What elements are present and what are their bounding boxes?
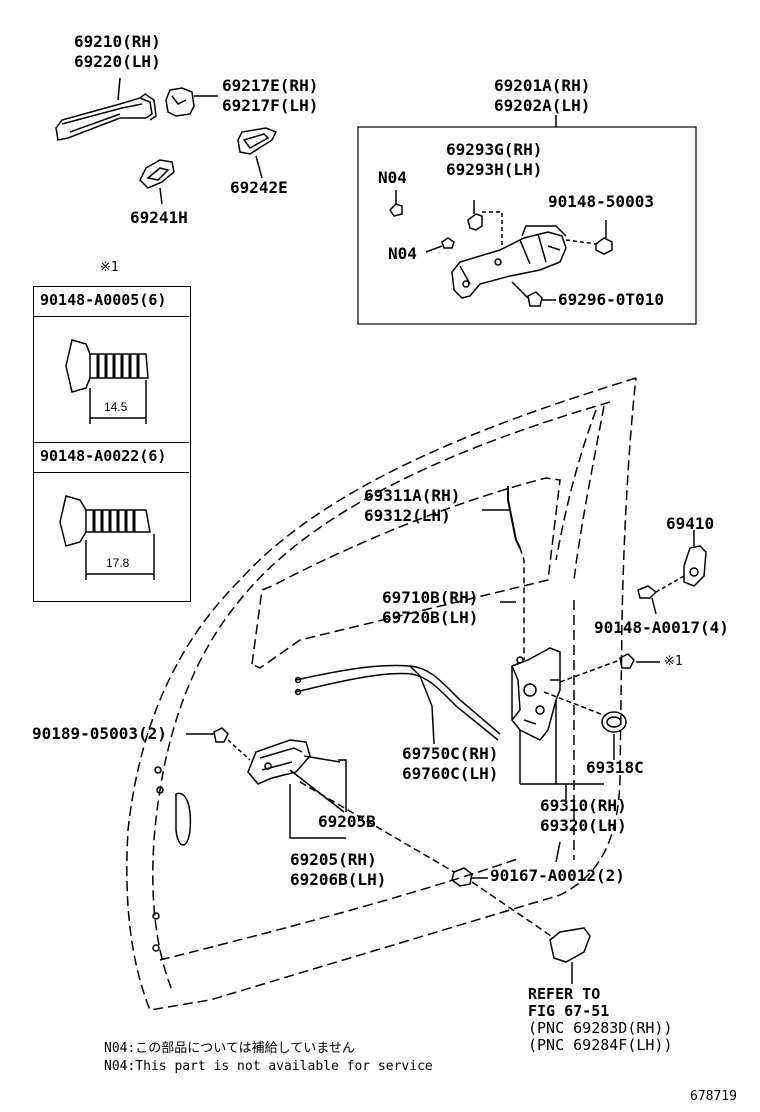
refer-line-3: (PNC 69283D(RH)): [528, 1019, 673, 1037]
note-english: N04:This part is not available for servi…: [104, 1059, 433, 1074]
label-69710b: 69710B(RH): [382, 588, 479, 607]
frame-bolt-illustration: [511, 281, 556, 307]
label-69206b: 69206B(LH): [290, 870, 387, 889]
inset-mark: ※1: [100, 260, 119, 275]
lock-cover-illustration: [543, 691, 627, 760]
handle-pad-small-illustration: [139, 159, 175, 205]
lock-screw-illustration: [559, 653, 660, 683]
label-69760c: 69760C(LH): [402, 764, 499, 783]
label-90148-a0017: 90148-A0017(4): [594, 618, 729, 637]
note-japanese: N04:この部品については補給していません: [104, 1041, 355, 1056]
inside-handle-illustration: [247, 739, 347, 839]
label-90167: 90167-A0012(2): [490, 866, 625, 885]
label-69241h: 69241H: [130, 208, 188, 227]
n04-clip-mid-illustration: [425, 237, 455, 253]
label-69205b: 69205B: [318, 812, 376, 831]
label-69202a: 69202A(LH): [494, 96, 591, 115]
inset-divider-3: [33, 472, 189, 473]
label-69293h: 69293H(LH): [446, 160, 543, 179]
label-69296: 69296-0T010: [558, 290, 664, 309]
label-69310: 69310(RH): [540, 796, 627, 815]
label-69217e: 69217E(RH): [222, 76, 319, 95]
door-inner-details: [152, 766, 192, 952]
panel-screw-illustration: [299, 781, 561, 939]
refer-line-2: FIG 67-51: [528, 1002, 610, 1020]
handle-screw-illustration: [186, 727, 251, 761]
inset-bolt-1-illustration: [65, 339, 149, 424]
label-69318c: 69318C: [586, 758, 644, 777]
label-69242e: 69242E: [230, 178, 288, 197]
label-69210: 69210(RH): [74, 32, 161, 51]
refer-line-1: REFER TO: [528, 985, 601, 1003]
outside-handle-illustration: [55, 77, 157, 141]
label-69410: 69410: [666, 514, 715, 533]
label-mark-right: ※1: [664, 654, 683, 669]
inset-bolt-1-label: 90148-A0005(6): [40, 291, 167, 309]
door-outline: [126, 377, 637, 1011]
handle-frame-illustration: [451, 225, 567, 299]
control-rods: [294, 486, 525, 745]
inset-dim-2: 17.8: [106, 556, 130, 570]
label-69201a: 69201A(RH): [494, 76, 591, 95]
inset-divider-2: [33, 442, 189, 443]
inset-dim-1: 14.5: [104, 400, 128, 414]
label-n04-top: N04: [378, 168, 407, 187]
inset-bolt-2-illustration: [59, 495, 155, 580]
label-69217f: 69217F(LH): [222, 96, 319, 115]
label-69293g: 69293G(RH): [446, 140, 543, 159]
inset-divider-1: [33, 316, 189, 317]
label-90189: 90189-05003(2): [32, 724, 167, 743]
label-69312: 69312(LH): [364, 506, 451, 525]
figure-id: 678719: [690, 1089, 737, 1104]
door-lock-assembly-illustration: [511, 647, 604, 800]
label-69320: 69320(LH): [540, 816, 627, 835]
label-69750c: 69750C(RH): [402, 744, 499, 763]
label-69720b: 69720B(LH): [382, 608, 479, 627]
handle-cap-illustration: [165, 87, 218, 117]
door-striker-illustration: [637, 530, 707, 615]
handle-pad-illustration: [237, 127, 278, 179]
inset-bolt-2-label: 90148-A0022(6): [40, 447, 167, 465]
label-69205: 69205(RH): [290, 850, 377, 869]
inset-panel: [33, 286, 191, 602]
refer-line-4: (PNC 69284F(LH)): [528, 1036, 673, 1054]
frame-screw-illustration: [565, 220, 613, 255]
label-90148-50003: 90148-50003: [548, 192, 654, 211]
bracket-illustration: [467, 200, 503, 246]
label-n04-mid: N04: [388, 244, 417, 263]
label-69311a: 69311A(RH): [364, 486, 461, 505]
n04-clip-top-illustration: [389, 190, 403, 217]
frame-assembly-box: [357, 126, 697, 325]
door-grip-illustration: [549, 927, 591, 984]
label-69220: 69220(LH): [74, 52, 161, 71]
